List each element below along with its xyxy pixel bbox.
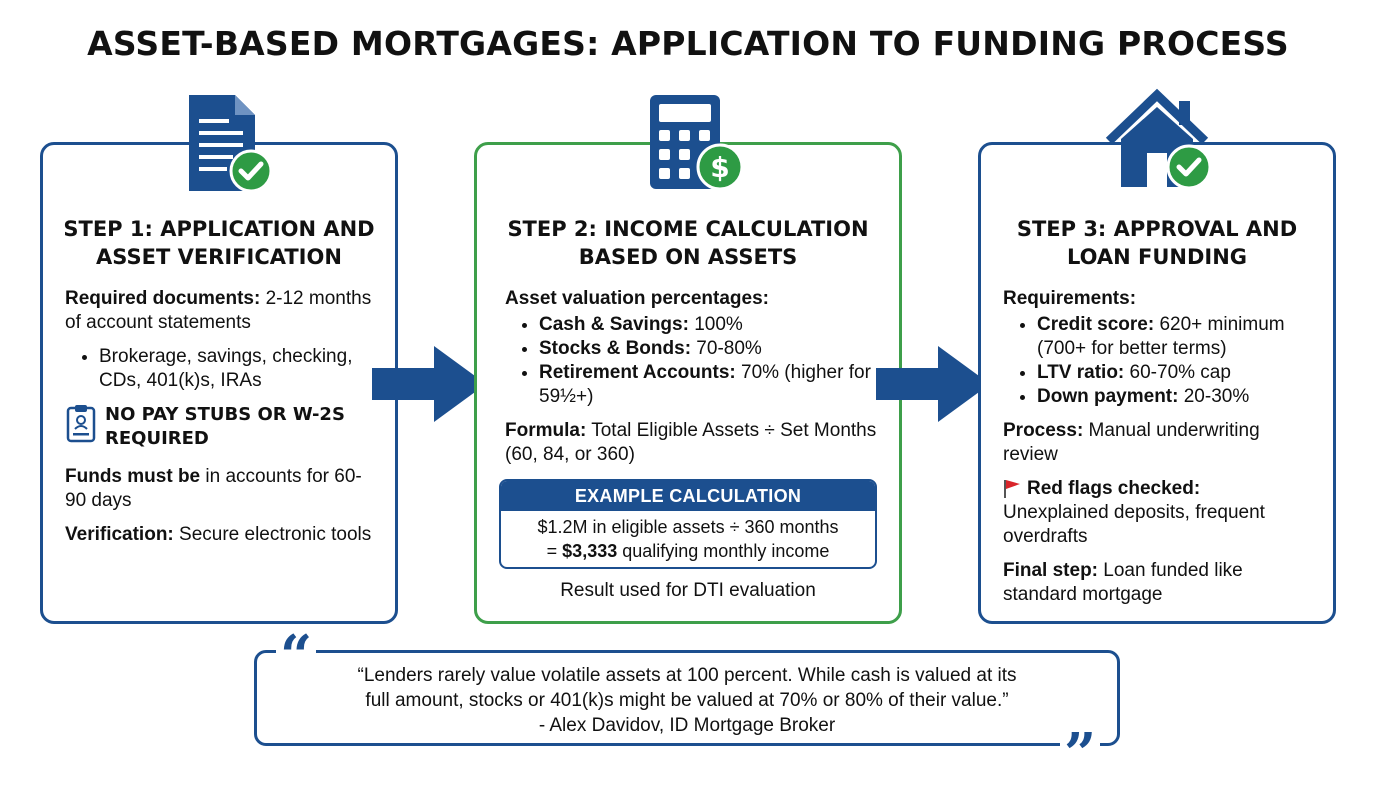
step3-card: STEP 3: APPROVAL AND LOAN FUNDING Requir… — [978, 88, 1336, 624]
step2-body: Asset valuation percentages: Cash & Savi… — [499, 287, 881, 603]
valuation-list: Cash & Savings: 100% Stocks & Bonds: 70-… — [505, 313, 881, 409]
example-body: $1.2M in eligible assets ÷ 360 months = … — [537, 517, 839, 561]
red-flag-icon — [1004, 480, 1020, 498]
list-item: Stocks & Bonds: 70-80% — [539, 337, 881, 361]
step3-body: Requirements: Credit score: 620+ minimum… — [1003, 287, 1319, 617]
quote-box: “Lenders rarely value volatile assets at… — [254, 650, 1120, 746]
account-types-list: Brokerage, savings, checking, CDs, 401(k… — [65, 345, 381, 393]
list-item: Credit score: 620+ minimum (700+ for bet… — [1037, 313, 1319, 361]
formula: Formula: Total Eligible Assets ÷ Set Mon… — [505, 420, 877, 465]
requirements-list: Credit score: 620+ minimum (700+ for bet… — [1003, 313, 1319, 409]
list-item: Down payment: 20-30% — [1037, 385, 1319, 409]
document-check-icon — [159, 87, 279, 197]
example-calculation-box: EXAMPLE CALCULATION $1.2M in eligible as… — [499, 479, 877, 569]
funds-duration: Funds must be in accounts for 60-90 days — [65, 466, 362, 511]
red-flags-note: Red flags checked: Unexplained deposits,… — [1003, 478, 1265, 547]
list-item: Brokerage, savings, checking, CDs, 401(k… — [99, 345, 381, 393]
required-documents: Required documents: 2-12 months of accou… — [65, 288, 372, 333]
result-note: Result used for DTI evaluation — [560, 580, 816, 601]
step1-heading: STEP 1: APPLICATION AND ASSET VERIFICATI… — [63, 217, 375, 269]
list-item: Cash & Savings: 100% — [539, 313, 881, 337]
house-check-icon — [1097, 87, 1217, 197]
list-item: LTV ratio: 60-70% cap — [1037, 361, 1319, 385]
calculator-dollar-icon: $ — [628, 87, 748, 197]
step2-heading: STEP 2: INCOME CALCULATION BASED ON ASSE… — [507, 217, 869, 269]
verification-method: Verification: Secure electronic tools — [65, 524, 372, 545]
list-item: Retirement Accounts: 70% (higher for 59½… — [539, 361, 881, 409]
svg-text:$: $ — [710, 151, 729, 184]
final-step-note: Final step: Loan funded like standard mo… — [1003, 560, 1243, 605]
no-pay-stubs-note: NO PAY STUBS OR W-2S REQUIRED — [65, 403, 381, 451]
process-note: Process: Manual underwriting review — [1003, 420, 1260, 465]
step2-card: $ STEP 2: INCOME CALCULATION BASED ON AS… — [474, 95, 902, 624]
valuation-label: Asset valuation percentages: — [505, 288, 769, 309]
close-quote-icon: ” — [1060, 726, 1101, 782]
step1-card: STEP 1: APPLICATION AND ASSET VERIFICATI… — [40, 95, 398, 624]
arrow-right-icon — [876, 346, 990, 422]
page-title: ASSET-BASED MORTGAGES: APPLICATION TO FU… — [87, 24, 1289, 63]
open-quote-icon: “ — [276, 628, 317, 684]
requirements-label: Requirements: — [1003, 288, 1137, 309]
step3-heading: STEP 3: APPROVAL AND LOAN FUNDING — [1016, 217, 1298, 269]
arrow-right-icon — [372, 346, 486, 422]
clipboard-icon — [65, 403, 97, 443]
example-header: EXAMPLE CALCULATION — [501, 481, 875, 511]
quote-text: “Lenders rarely value volatile assets at… — [357, 665, 1017, 736]
step1-body: Required documents: 2-12 months of accou… — [65, 287, 381, 557]
